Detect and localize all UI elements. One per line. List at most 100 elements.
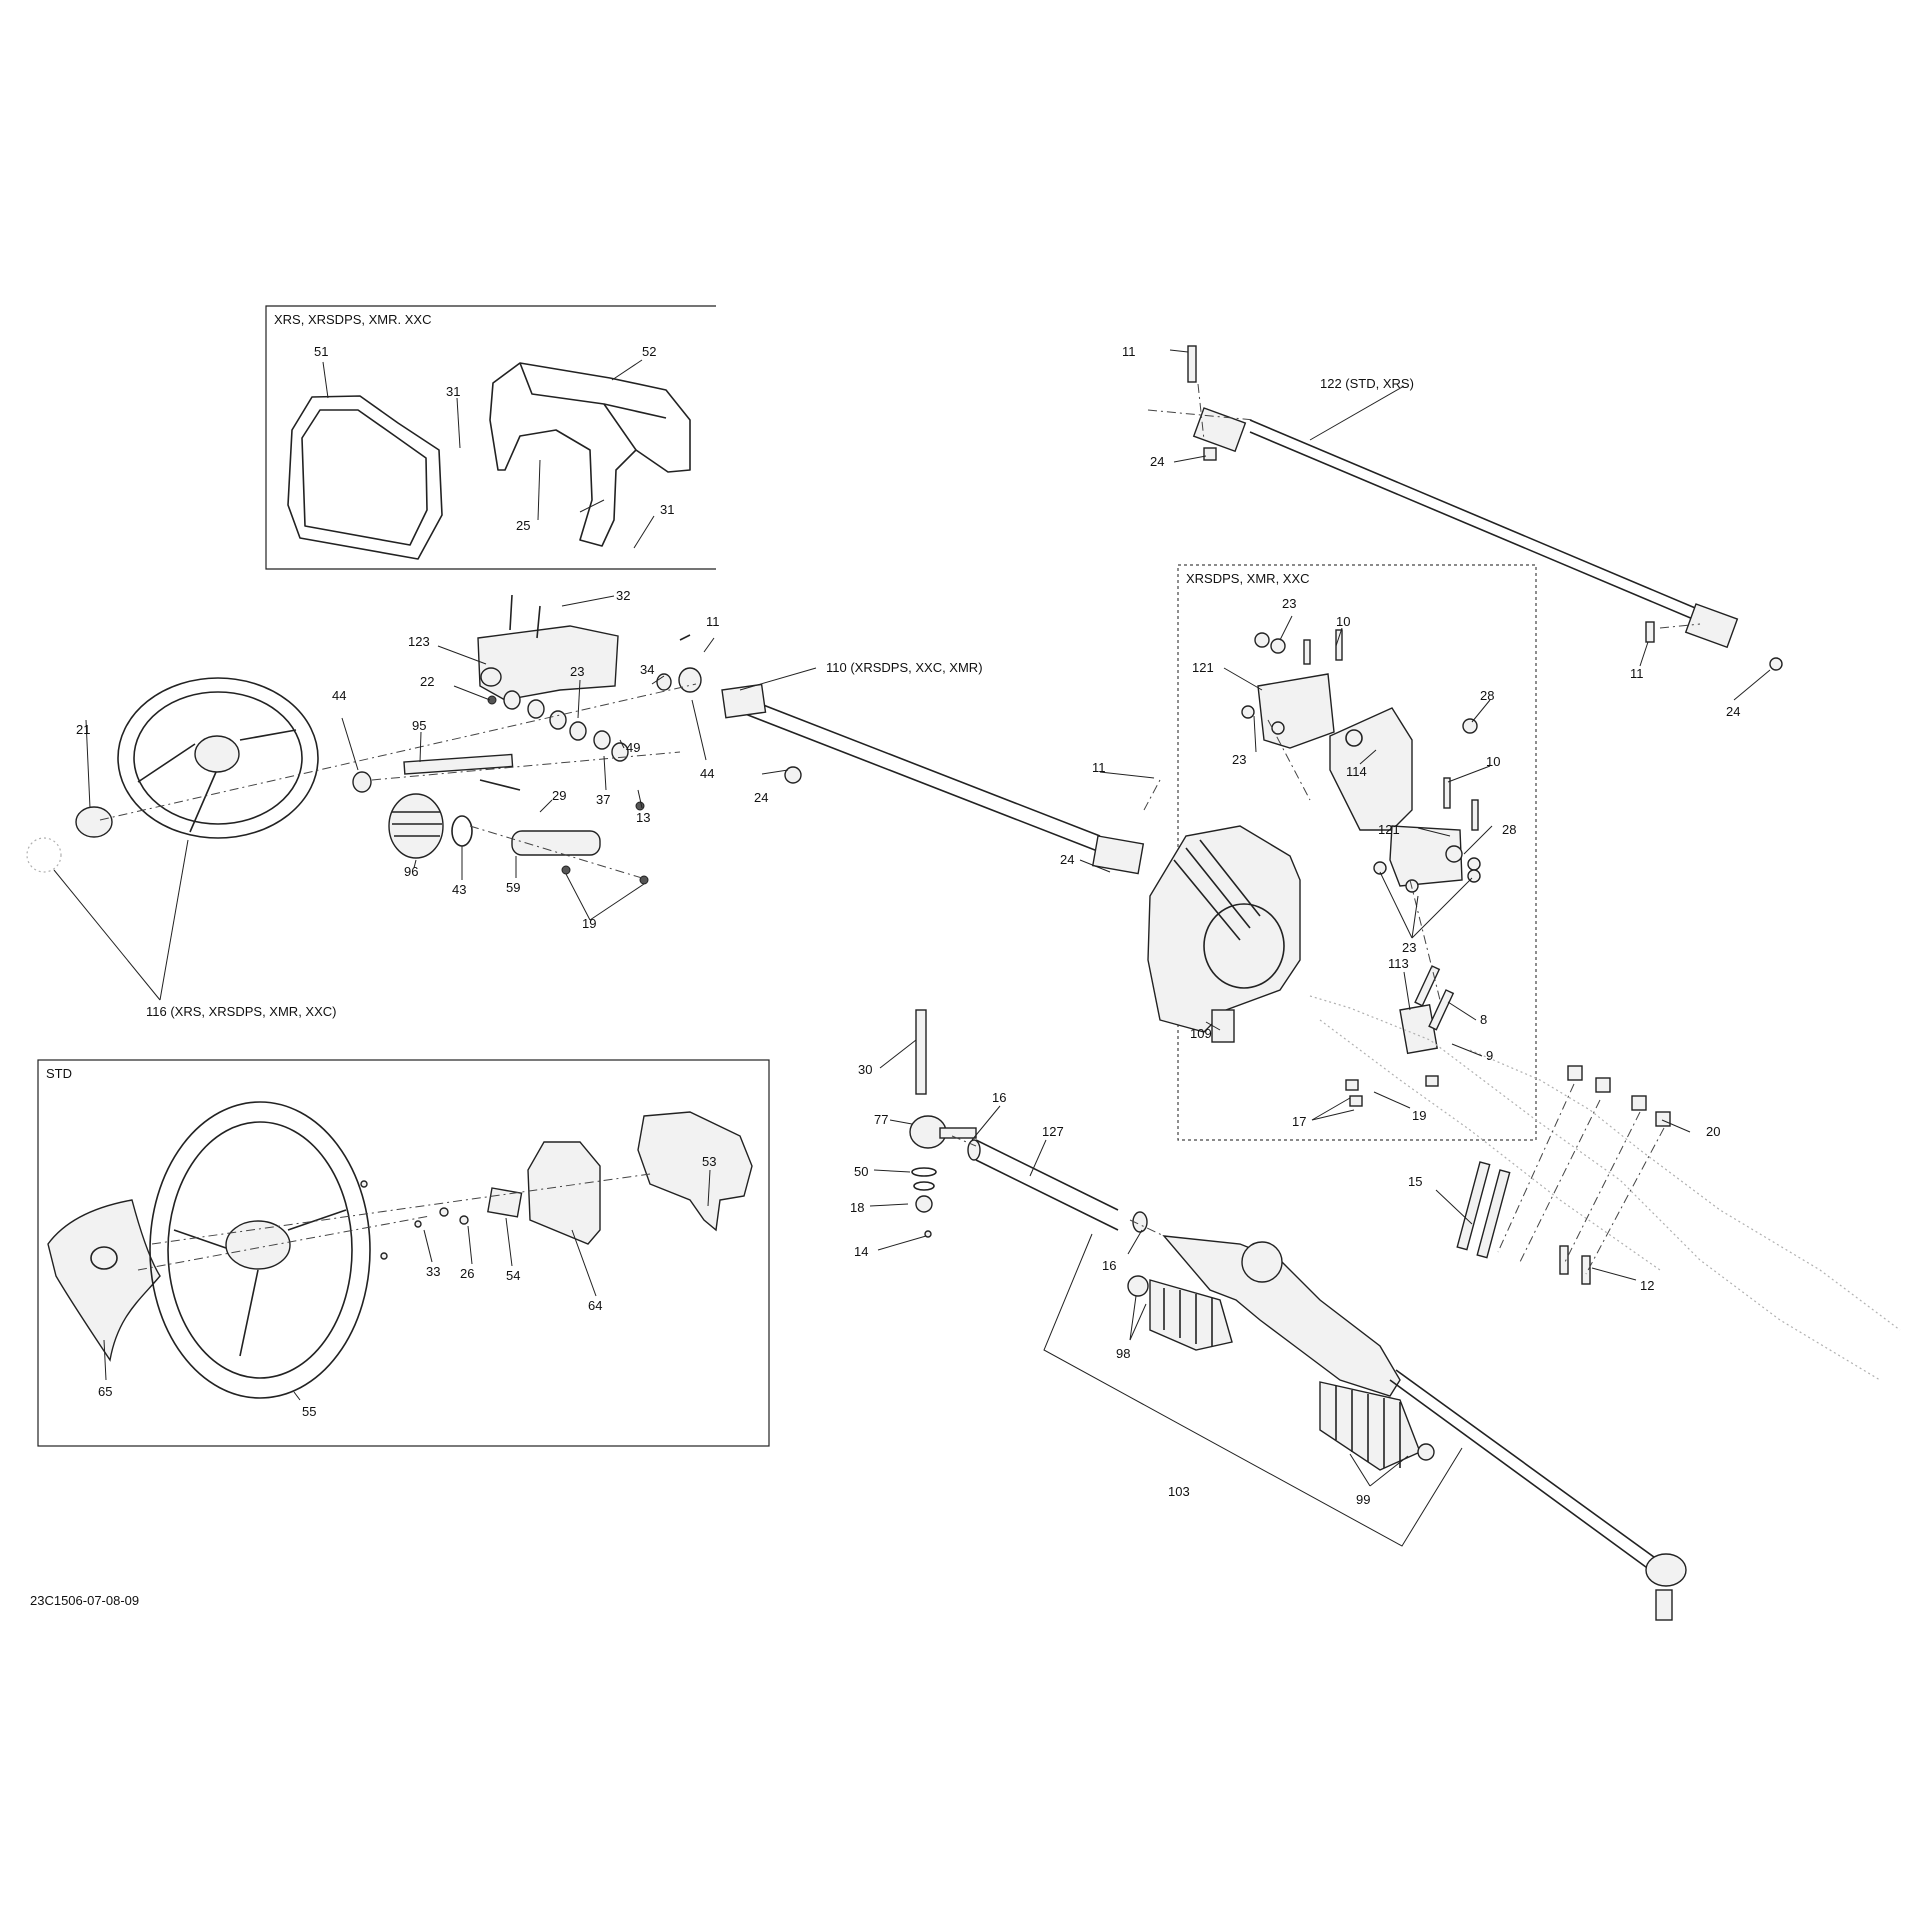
steering-wheel-116 bbox=[117, 677, 319, 839]
instrument-bezel-51 bbox=[287, 395, 443, 560]
callout-16b: 16 bbox=[1102, 1258, 1116, 1273]
callout-49: 49 bbox=[626, 740, 640, 755]
callout-24b: 24 bbox=[1060, 852, 1074, 867]
callout-44b: 44 bbox=[700, 766, 714, 781]
callout-77: 77 bbox=[874, 1112, 888, 1127]
callout-20: 20 bbox=[1706, 1124, 1720, 1139]
callout-31a: 31 bbox=[446, 384, 460, 399]
hub-cover-116 bbox=[26, 837, 62, 873]
callout-110: 110 (XRSDPS, XXC, XMR) bbox=[826, 660, 983, 675]
callout-23c: 23 bbox=[1232, 752, 1246, 767]
screws-upper bbox=[487, 594, 691, 885]
callout-23b: 23 bbox=[1282, 596, 1296, 611]
tilt-cylinder-59 bbox=[479, 779, 601, 856]
callout-17: 17 bbox=[1292, 1114, 1306, 1129]
callout-64: 64 bbox=[588, 1298, 602, 1313]
bezel-64 bbox=[527, 1141, 601, 1245]
bracket-121a bbox=[1257, 673, 1335, 749]
callout-23a: 23 bbox=[570, 664, 584, 679]
column-collars bbox=[503, 690, 629, 762]
callout-113: 113 bbox=[1388, 956, 1409, 971]
callout-24a: 24 bbox=[754, 790, 768, 805]
section-std-box: STD bbox=[37, 1059, 770, 1447]
callout-37: 37 bbox=[596, 792, 610, 807]
callout-19a: 19 bbox=[582, 916, 596, 931]
callout-96: 96 bbox=[404, 864, 418, 879]
callout-15: 15 bbox=[1408, 1174, 1422, 1189]
xrsdps-fasteners bbox=[1241, 629, 1481, 1107]
ghost-steering-hardware bbox=[1309, 995, 1901, 1381]
callout-29: 29 bbox=[552, 788, 566, 803]
horn-pad-65 bbox=[47, 1199, 161, 1362]
callout-116: 116 (XRS, XRSDPS, XMR, XXC) bbox=[146, 1004, 336, 1019]
callout-30: 30 bbox=[858, 1062, 872, 1077]
bracket-103 bbox=[1043, 1233, 1463, 1547]
power-steering-unit-109 bbox=[1147, 825, 1301, 1043]
callout-10a: 10 bbox=[1336, 614, 1350, 629]
callout-53: 53 bbox=[702, 1154, 716, 1169]
dash-cover-52 bbox=[489, 362, 691, 547]
section-xrsdps-title: XRSDPS, XMR, XXC bbox=[1186, 571, 1310, 586]
collar-34-44b bbox=[656, 667, 702, 693]
callout-labels: 51 52 31 31 25 32 123 22 23 34 11 110 (X… bbox=[76, 344, 1740, 1507]
callout-122: 122 (STD, XRS) bbox=[1320, 376, 1414, 391]
callout-12: 12 bbox=[1640, 1278, 1654, 1293]
callout-44a: 44 bbox=[332, 688, 346, 703]
callout-98: 98 bbox=[1116, 1346, 1130, 1361]
callout-109: 109 bbox=[1190, 1026, 1212, 1041]
callout-99: 99 bbox=[1356, 1492, 1370, 1507]
tube-127 bbox=[967, 1139, 1148, 1233]
reference-code: 23C1506-07-08-09 bbox=[30, 1593, 139, 1608]
leader-lines bbox=[53, 349, 1771, 1487]
steering-wheel-55 bbox=[149, 1101, 371, 1399]
mounting-bolts-15-12 bbox=[1456, 1065, 1671, 1285]
callout-11d: 11 bbox=[1630, 666, 1644, 681]
callout-24d: 24 bbox=[1726, 704, 1740, 719]
callout-121a: 121 bbox=[1192, 660, 1214, 675]
callout-65: 65 bbox=[98, 1384, 112, 1399]
callout-11b: 11 bbox=[1092, 760, 1106, 775]
pinion-113 bbox=[1399, 965, 1455, 1055]
callout-123: 123 bbox=[408, 634, 430, 649]
callout-8: 8 bbox=[1480, 1012, 1487, 1027]
callout-16a: 16 bbox=[992, 1090, 1006, 1105]
plate-114 bbox=[1329, 707, 1413, 831]
callout-52: 52 bbox=[642, 344, 656, 359]
callout-10b: 10 bbox=[1486, 754, 1500, 769]
steering-rack-103 bbox=[1162, 1235, 1687, 1621]
section-xrs-title: XRS, XRSDPS, XMR. XXC bbox=[274, 312, 431, 327]
cover-53 bbox=[637, 1111, 753, 1232]
bracket-121b bbox=[1389, 825, 1463, 887]
callout-24c: 24 bbox=[1150, 454, 1164, 469]
assembly-axes bbox=[99, 383, 1701, 1275]
callout-22: 22 bbox=[420, 674, 434, 689]
section-xrs-box: XRS, XRSDPS, XMR. XXC bbox=[265, 305, 716, 570]
callout-11c: 11 bbox=[1122, 344, 1136, 359]
callout-9: 9 bbox=[1486, 1048, 1493, 1063]
callout-95: 95 bbox=[412, 718, 426, 733]
callout-51: 51 bbox=[314, 344, 328, 359]
boot-98 bbox=[1127, 1275, 1233, 1351]
o-ring-43 bbox=[451, 815, 473, 847]
callout-26: 26 bbox=[460, 1266, 474, 1281]
boot-99 bbox=[1319, 1381, 1435, 1471]
steering-shaft-122 bbox=[1187, 345, 1783, 671]
callout-34: 34 bbox=[640, 662, 654, 677]
callout-103: 103 bbox=[1168, 1484, 1190, 1499]
callout-28a: 28 bbox=[1480, 688, 1494, 703]
section-std-title: STD bbox=[46, 1066, 72, 1081]
boot-96 bbox=[388, 793, 444, 859]
callout-31b: 31 bbox=[660, 502, 674, 517]
callout-11a: 11 bbox=[706, 614, 720, 629]
callout-127: 127 bbox=[1042, 1124, 1064, 1139]
callout-18: 18 bbox=[850, 1200, 864, 1215]
callout-14: 14 bbox=[854, 1244, 868, 1259]
callout-13: 13 bbox=[636, 810, 650, 825]
callout-50: 50 bbox=[854, 1164, 868, 1179]
std-screws bbox=[360, 1180, 469, 1260]
callout-19b: 19 bbox=[1412, 1108, 1426, 1123]
callout-25: 25 bbox=[516, 518, 530, 533]
callout-32: 32 bbox=[616, 588, 630, 603]
callout-21: 21 bbox=[76, 722, 90, 737]
horn-cap-21 bbox=[75, 806, 113, 838]
